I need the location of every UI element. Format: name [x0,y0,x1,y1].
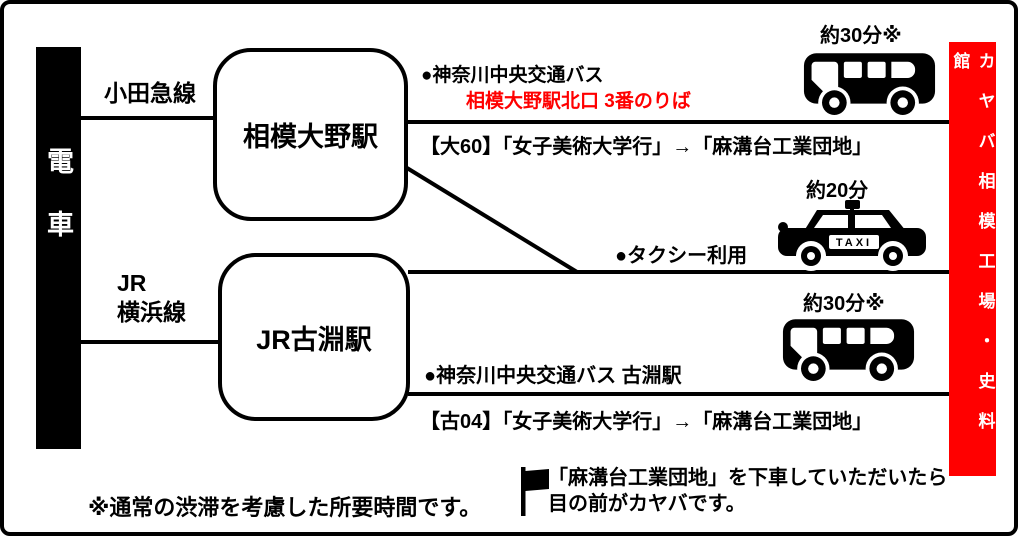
bus-kobuchi-route-detail: 【古04】「女子美術大学行」→「麻溝台工業団地」 [420,411,873,433]
bus-sagamiono-boarding-point: 相模大野駅北口 3番のりば [466,91,691,112]
taxi-sign-text: TAXI [836,237,872,249]
jr-yokohama-line-label: JR 横浜線 [117,269,186,327]
train-bar-label: 電車 [43,147,73,273]
bus-icon-bottom [782,318,915,387]
taxi-duration: 約20分 [806,180,869,202]
train-bar: 電車 [36,47,81,449]
bus-sagamiono-duration: 約30分※ [820,25,902,47]
arrival-note: 「麻溝台工業団地」を下車していただいたら 目の前がカヤバです。 [548,465,947,517]
odakyu-line-label: 小田急線 [104,80,196,106]
arrival-note-line2: 目の前がカヤバです。 [548,493,746,515]
station-sagami-ono-label: 相模大野駅 [243,122,378,152]
flag-icon [521,467,550,516]
bus-icon-top [803,52,936,121]
station-box-kobuchi: JR古淵駅 [218,253,410,421]
jr-line-label-line2: 横浜線 [117,299,186,325]
bus-sagamiono-route-detail: 【大60】「女子美術大学行」→「麻溝台工業団地」 [420,136,873,158]
taxi-route-diagonal-line [405,166,579,274]
route-lines [79,116,949,396]
station-kobuchi-label: JR古淵駅 [256,324,372,355]
bus-sagamiono-operator: ●神奈川中央交通バス [421,65,604,86]
traffic-time-note: ※通常の渋滞を考慮した所要時間です。 [88,495,482,520]
bus-kobuchi-operator: ●神奈川中央交通バス 古淵駅 [424,365,682,387]
taxi-icon: TAXI [776,200,928,273]
bus-kobuchi-duration: 約30分※ [803,293,885,315]
station-box-sagami-ono: 相模大野駅 [213,48,408,221]
jr-line-label-line1: JR [117,270,147,296]
destination-bar-label: カヤバ相模工場・史料館 [950,52,995,452]
arrival-note-line1: 「麻溝台工業団地」を下車していただいたら [548,467,948,489]
destination-bar: カヤバ相模工場・史料館 [949,42,996,476]
taxi-route-label: ●タクシー利用 [615,245,748,267]
